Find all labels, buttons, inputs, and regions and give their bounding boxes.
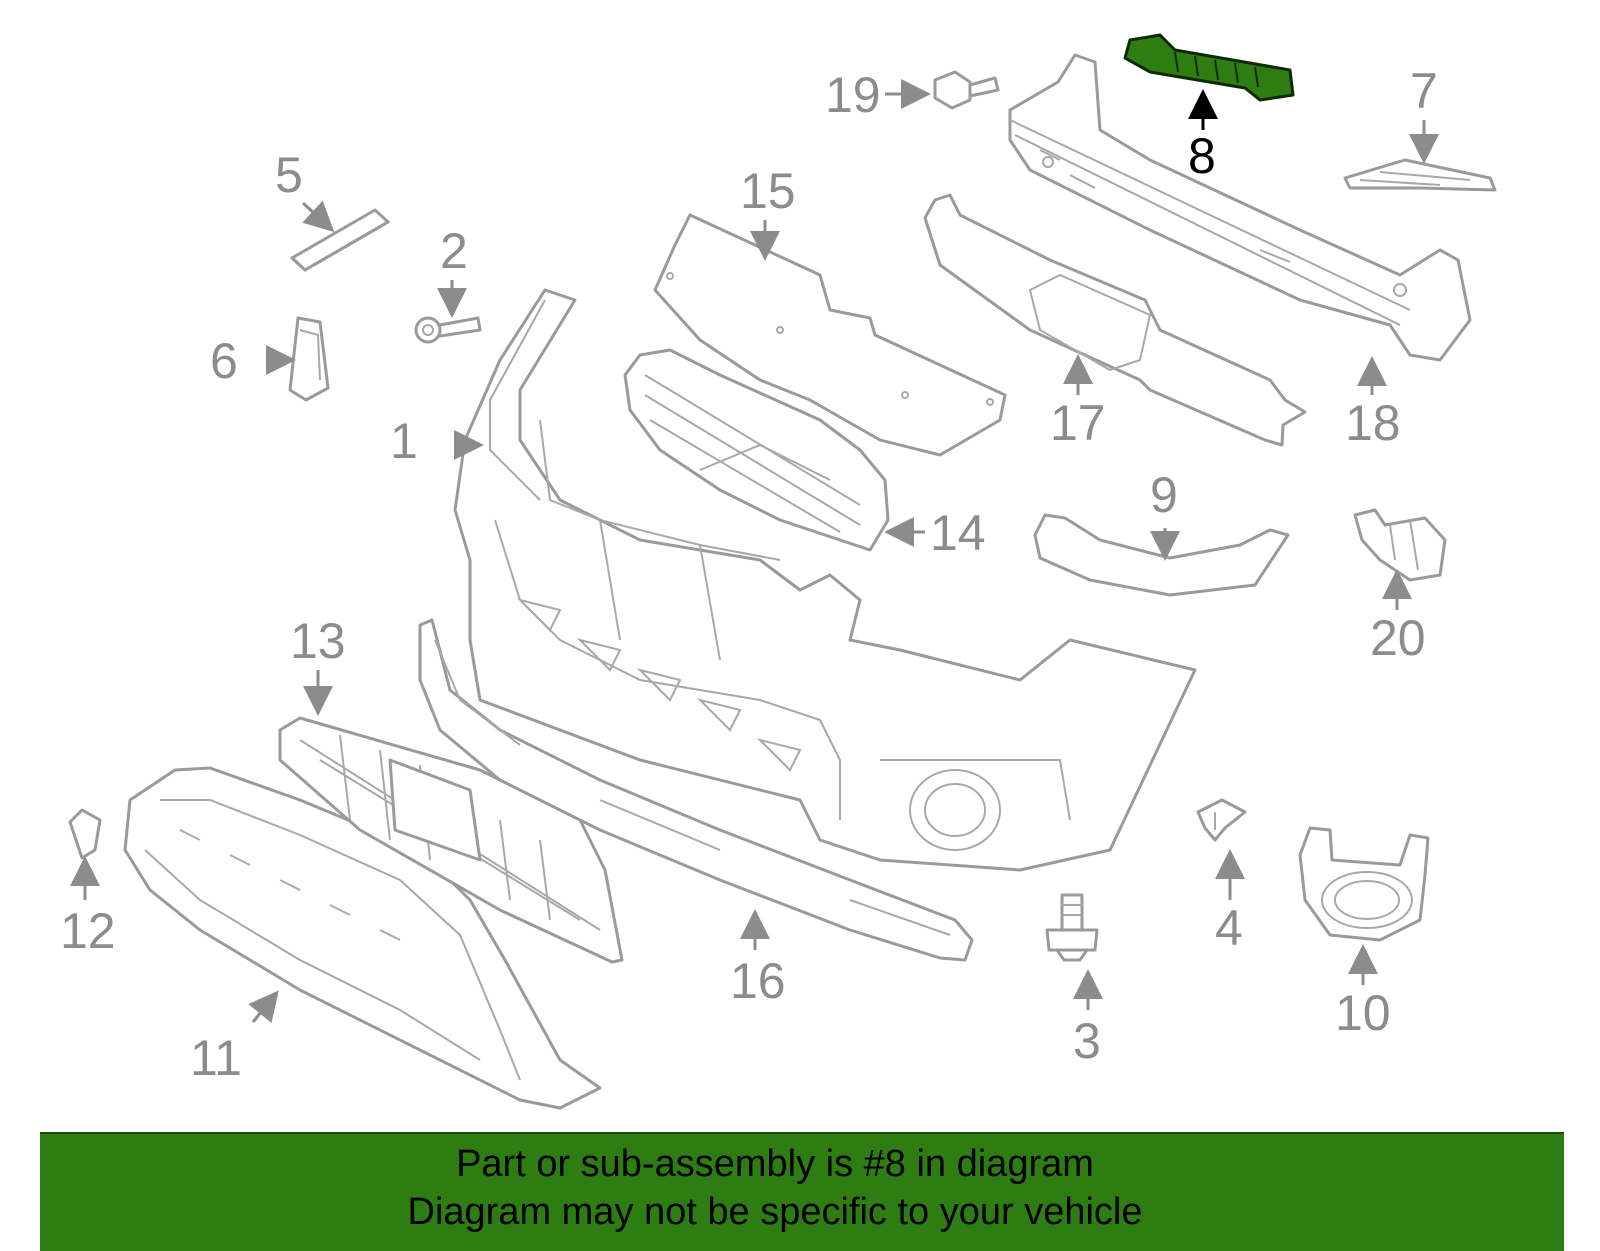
part-10-fog-bezel: [1298, 826, 1430, 942]
callout-13: 13: [290, 613, 346, 669]
part-20-sensor: [1353, 508, 1447, 582]
part-6-bracket: [288, 316, 330, 402]
part-2-screw: [414, 316, 482, 344]
callout-7: 7: [1410, 63, 1438, 119]
part-5-block: [290, 208, 390, 272]
callout-8-highlighted: 8: [1188, 128, 1216, 184]
callout-17: 17: [1050, 395, 1106, 451]
part-7-bracket: [1343, 158, 1497, 192]
callout-5: 5: [275, 147, 303, 203]
callout-12: 12: [60, 903, 116, 959]
part-4-clip: [1196, 798, 1247, 842]
info-banner: Part or sub-assembly is #8 in diagram Di…: [40, 1132, 1564, 1251]
callout-15: 15: [740, 163, 796, 219]
part-13-grille: [278, 716, 624, 964]
banner-part-note: Part or sub-assembly is #8 in diagram: [456, 1143, 1094, 1185]
part-8-absorber-highlighted: [1123, 33, 1295, 102]
banner-disclaimer: Diagram may not be specific to your vehi…: [407, 1191, 1143, 1233]
part-16-lower-molding: [418, 618, 974, 962]
part-3-bolt: [1045, 893, 1099, 962]
callout-6: 6: [210, 333, 238, 389]
callout-4: 4: [1215, 900, 1243, 956]
callout-2: 2: [440, 223, 468, 279]
callout-16: 16: [730, 953, 786, 1009]
callout-11: 11: [190, 1030, 242, 1086]
callout-20: 20: [1370, 610, 1426, 666]
callout-arrows: [70, 79, 1439, 1024]
part-15-shield: [653, 213, 1007, 457]
part-17-energy-absorber: [923, 193, 1307, 447]
part-1-bumper-cover: [453, 288, 1197, 872]
callout-1: 1: [390, 413, 418, 469]
parts-diagram: 1 2 3 4 5 6 7 8 9 10 11 12 13 14 15 16 1…: [60, 33, 1497, 1110]
callout-9: 9: [1150, 467, 1178, 523]
callout-14: 14: [930, 505, 986, 561]
callout-3: 3: [1073, 1013, 1101, 1069]
callout-19: 19: [825, 67, 881, 123]
part-12-clip: [68, 808, 102, 860]
part-19-nut: [933, 70, 1000, 110]
part-14-upper-grille: [623, 348, 890, 552]
part-18-reinforcement: [1008, 53, 1472, 362]
callout-10: 10: [1335, 985, 1391, 1041]
callout-18: 18: [1345, 395, 1401, 451]
part-9-molding: [1033, 513, 1290, 597]
